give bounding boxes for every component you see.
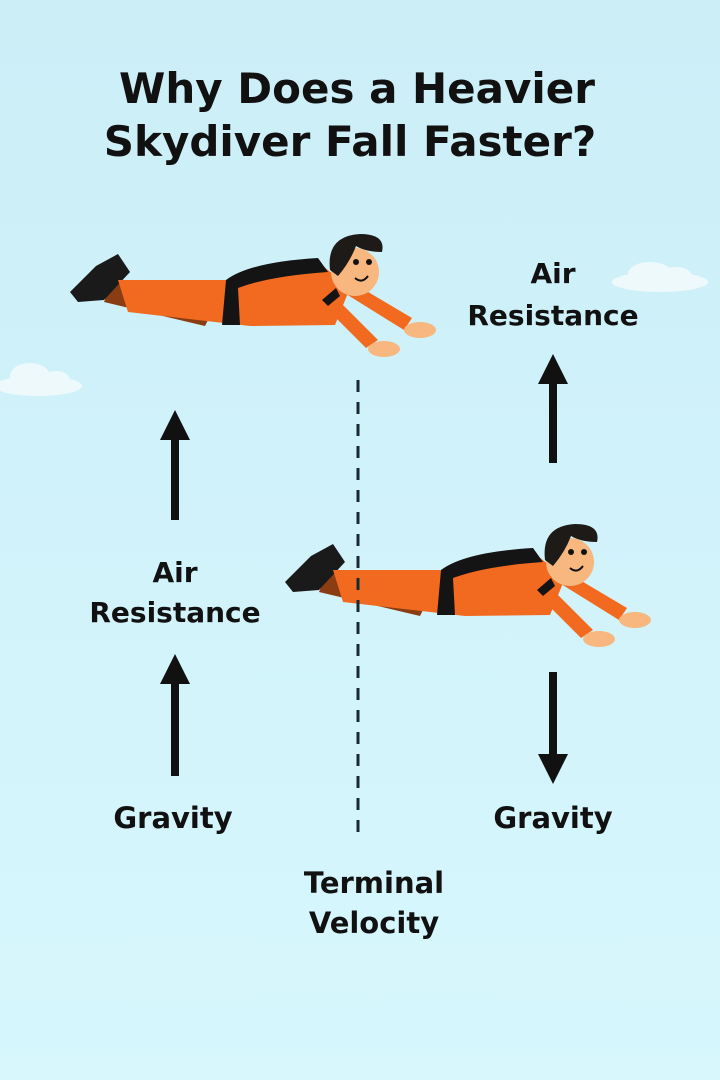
heavier-skydiver-illustration: [69, 233, 437, 358]
cloud-left: [0, 363, 82, 396]
cloud-right: [612, 262, 708, 292]
right-air-resistance-label-1: Air: [530, 257, 575, 290]
right-gravity-label: Gravity: [493, 801, 612, 835]
left-air-resistance-label-2: Resistance: [89, 596, 260, 629]
right-air-resistance-label-2: Resistance: [467, 299, 638, 332]
arrow-up-icon: [538, 354, 568, 463]
lighter-skydiver-illustration: [284, 523, 652, 648]
arrow-up-icon: [160, 654, 190, 776]
left-gravity-label: Gravity: [113, 801, 232, 835]
title-line-2: Skydiver Fall Faster?: [104, 117, 596, 166]
arrow-down-icon: [538, 672, 568, 784]
left-air-resistance-label-1: Air: [152, 556, 197, 589]
terminal-velocity-label-2: Velocity: [309, 906, 439, 940]
arrow-up-icon: [160, 410, 190, 520]
title-line-1: Why Does a Heavier: [119, 64, 595, 113]
terminal-velocity-label-1: Terminal: [304, 866, 444, 900]
